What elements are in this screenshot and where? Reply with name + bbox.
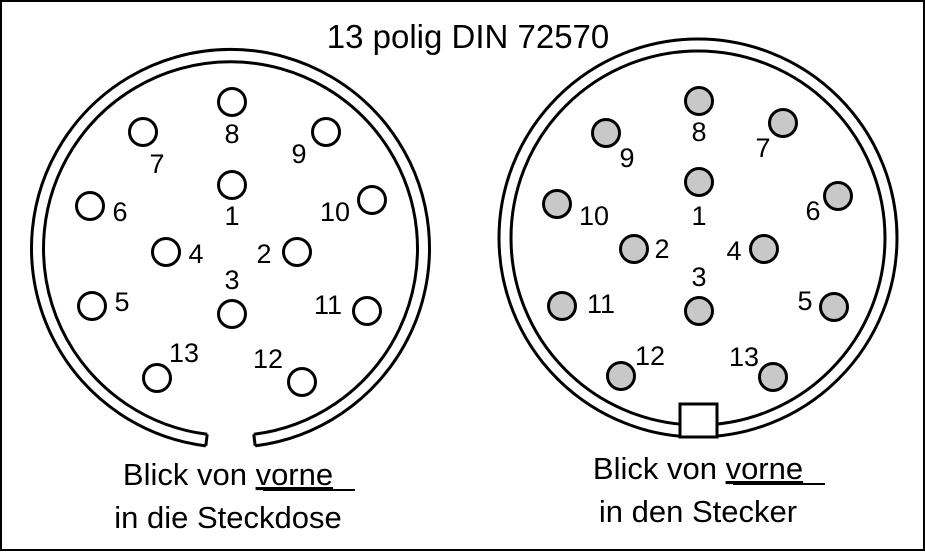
socket-pin-1 xyxy=(217,170,247,200)
diagram-title: 13 polig DIN 72570 xyxy=(327,18,610,55)
plug-pin-4 xyxy=(749,234,779,264)
socket-outer-ring xyxy=(30,47,431,448)
socket-pin-2 xyxy=(282,237,312,267)
plug-caption-line2: in den Stecker xyxy=(599,494,797,529)
socket-pin-11 xyxy=(352,296,382,326)
plug-pin-9 xyxy=(591,118,621,148)
plug-pin-label-2: 2 xyxy=(654,234,669,264)
plug-pin-7 xyxy=(768,108,798,138)
socket-pin-12 xyxy=(287,367,317,397)
plug-pin-8 xyxy=(684,86,714,116)
plug-pin-label-1: 1 xyxy=(691,201,706,231)
socket-gap-edge-left xyxy=(204,434,209,447)
plug-caption-emphasis: vorne xyxy=(726,451,804,486)
socket-pin-9 xyxy=(311,117,341,147)
socket-pin-10 xyxy=(357,185,387,215)
plug-key-notch xyxy=(678,402,719,439)
socket-pin-label-4: 4 xyxy=(188,239,203,269)
plug-pin-12 xyxy=(606,361,636,391)
socket-pin-label-9: 9 xyxy=(291,139,306,169)
socket-pin-8 xyxy=(217,87,247,117)
socket-pin-6 xyxy=(75,191,105,221)
socket-pin-label-12: 12 xyxy=(253,344,283,374)
plug-caption-prefix: Blick von xyxy=(593,451,726,486)
plug-pin-13 xyxy=(758,362,788,392)
socket-inner-ring xyxy=(42,60,419,436)
plug-pin-label-11: 11 xyxy=(587,289,615,319)
socket-pin-7 xyxy=(128,117,158,147)
plug-pins xyxy=(542,86,853,392)
plug-pin-5 xyxy=(819,292,849,322)
plug-pin-label-4: 4 xyxy=(726,236,741,266)
socket-pin-label-5: 5 xyxy=(114,287,129,317)
plug-pin-label-7: 7 xyxy=(755,133,770,163)
socket-pin-label-6: 6 xyxy=(112,197,127,227)
socket-pin-label-8: 8 xyxy=(224,119,239,149)
plug-pin-3 xyxy=(684,296,714,326)
socket-pin-label-13: 13 xyxy=(169,338,199,368)
socket-caption-prefix: Blick von xyxy=(123,457,256,492)
socket-pin-4 xyxy=(151,237,181,267)
plug-pin-label-6: 6 xyxy=(805,196,820,226)
socket-gap-edge-right xyxy=(252,434,257,447)
plug-pin-label-12: 12 xyxy=(635,341,665,371)
socket-caption-line1: Blick von vorne xyxy=(123,457,333,492)
plug-pin-10 xyxy=(542,189,572,219)
plug-caption-line1: Blick von vorne xyxy=(593,451,803,486)
socket-pin-13 xyxy=(142,363,172,393)
socket-pin-5 xyxy=(77,291,107,321)
plug-pin-1 xyxy=(684,167,714,197)
socket-pin-label-10: 10 xyxy=(320,197,350,227)
socket-pins xyxy=(75,87,387,397)
plug-pin-label-9: 9 xyxy=(619,143,634,173)
socket-pin-label-7: 7 xyxy=(149,149,164,179)
socket-caption-line2: in die Steckdose xyxy=(114,500,341,535)
plug-pin-label-13: 13 xyxy=(729,342,759,372)
socket-pin-label-2: 2 xyxy=(256,239,271,269)
socket-pin-label-11: 11 xyxy=(314,290,342,320)
plug-pin-label-10: 10 xyxy=(579,201,609,231)
socket-pin-3 xyxy=(217,299,247,329)
plug-pin-2 xyxy=(619,234,649,264)
plug-pin-label-5: 5 xyxy=(797,286,812,316)
plug-pin-label-8: 8 xyxy=(691,117,706,147)
socket-pin-label-3: 3 xyxy=(224,265,239,295)
socket-caption-emphasis: vorne xyxy=(256,457,334,492)
socket-pin-label-1: 1 xyxy=(224,201,239,231)
plug-pin-label-3: 3 xyxy=(691,262,706,292)
plug-pin-11 xyxy=(547,291,577,321)
plug-pin-6 xyxy=(823,181,853,211)
